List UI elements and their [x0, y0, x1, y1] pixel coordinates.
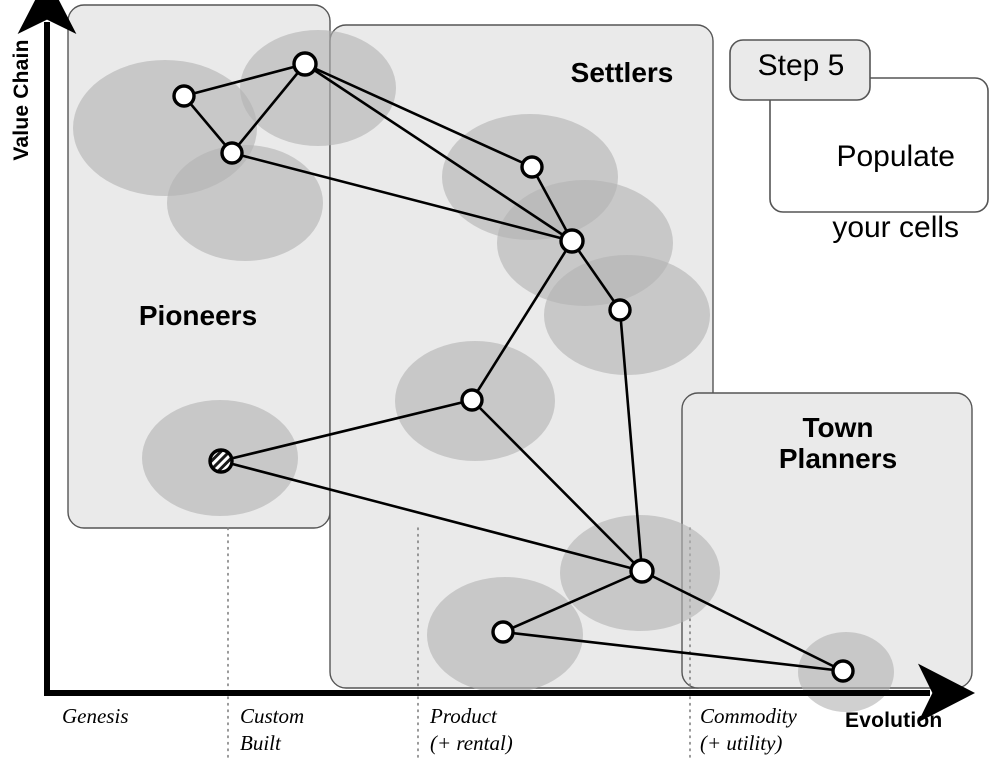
edge-B-C	[230, 62, 307, 155]
evolution-tick-2-line2: (+ rental)	[430, 731, 513, 756]
node-E[interactable]	[559, 228, 585, 254]
node-G[interactable]	[608, 298, 632, 322]
evolution-tick-1-line1: Custom	[240, 704, 305, 728]
edge-G-H	[618, 308, 644, 573]
evolution-tick-3-line2: (+ utility)	[700, 731, 783, 756]
edge-I-J	[501, 630, 845, 673]
edge-F-K	[219, 398, 474, 463]
node-F[interactable]	[460, 388, 484, 412]
cell-c3	[167, 145, 323, 261]
node-B[interactable]	[292, 51, 318, 77]
x-axis-title: Evolution	[845, 709, 943, 732]
axes-group	[17, 0, 975, 723]
step-badge-box[interactable]	[729, 39, 871, 101]
node-K[interactable]	[208, 448, 234, 474]
edge-E-G	[570, 239, 622, 312]
callout-group	[729, 39, 989, 213]
edge-E-F	[470, 239, 574, 402]
node-I[interactable]	[491, 620, 515, 644]
nodes-group	[172, 51, 855, 683]
evolution-tick-2-line1: Product	[430, 704, 497, 728]
callout-line-1: Populate	[836, 140, 955, 174]
node-C[interactable]	[220, 141, 244, 165]
stage-label-pioneers: Pioneers	[138, 300, 258, 331]
edge-F-H	[470, 398, 644, 573]
step-badge-label: Step 5	[757, 49, 845, 82]
edges-group	[182, 62, 845, 673]
stage-label-town-planners-line2: Planners	[778, 443, 898, 475]
callout-body-box	[769, 77, 989, 213]
stage-label-settlers: Settlers	[570, 57, 674, 88]
y-axis-title: Value Chain	[10, 39, 33, 161]
cell-c2	[240, 30, 396, 146]
edge-B-E	[303, 62, 574, 243]
node-J[interactable]	[831, 659, 855, 683]
evolution-tick-1-line2: Built	[240, 731, 281, 756]
edge-D-E	[530, 165, 574, 243]
evolution-tick-0-line1: Genesis	[62, 704, 129, 728]
node-H[interactable]	[629, 558, 655, 584]
node-A[interactable]	[172, 84, 196, 108]
evolution-tick-3: Commodity (+ utility)	[700, 703, 797, 758]
edge-A-C	[182, 94, 234, 155]
callout-body-text: Populate your cells	[772, 104, 986, 281]
node-D[interactable]	[520, 155, 544, 179]
edge-K-H	[219, 459, 644, 573]
evolution-tick-2: Product (+ rental)	[430, 703, 513, 758]
edge-H-I	[501, 569, 644, 634]
edge-C-E	[230, 151, 574, 243]
edge-A-B	[182, 62, 307, 98]
evolution-tick-3-line1: Commodity	[700, 704, 797, 728]
edge-B-D	[303, 62, 534, 169]
callout-line-2: your cells	[832, 211, 960, 245]
stage-label-town-planners-line1: Town	[802, 412, 874, 443]
evolution-tick-0: Genesis	[62, 703, 129, 730]
edge-H-J	[640, 569, 845, 673]
